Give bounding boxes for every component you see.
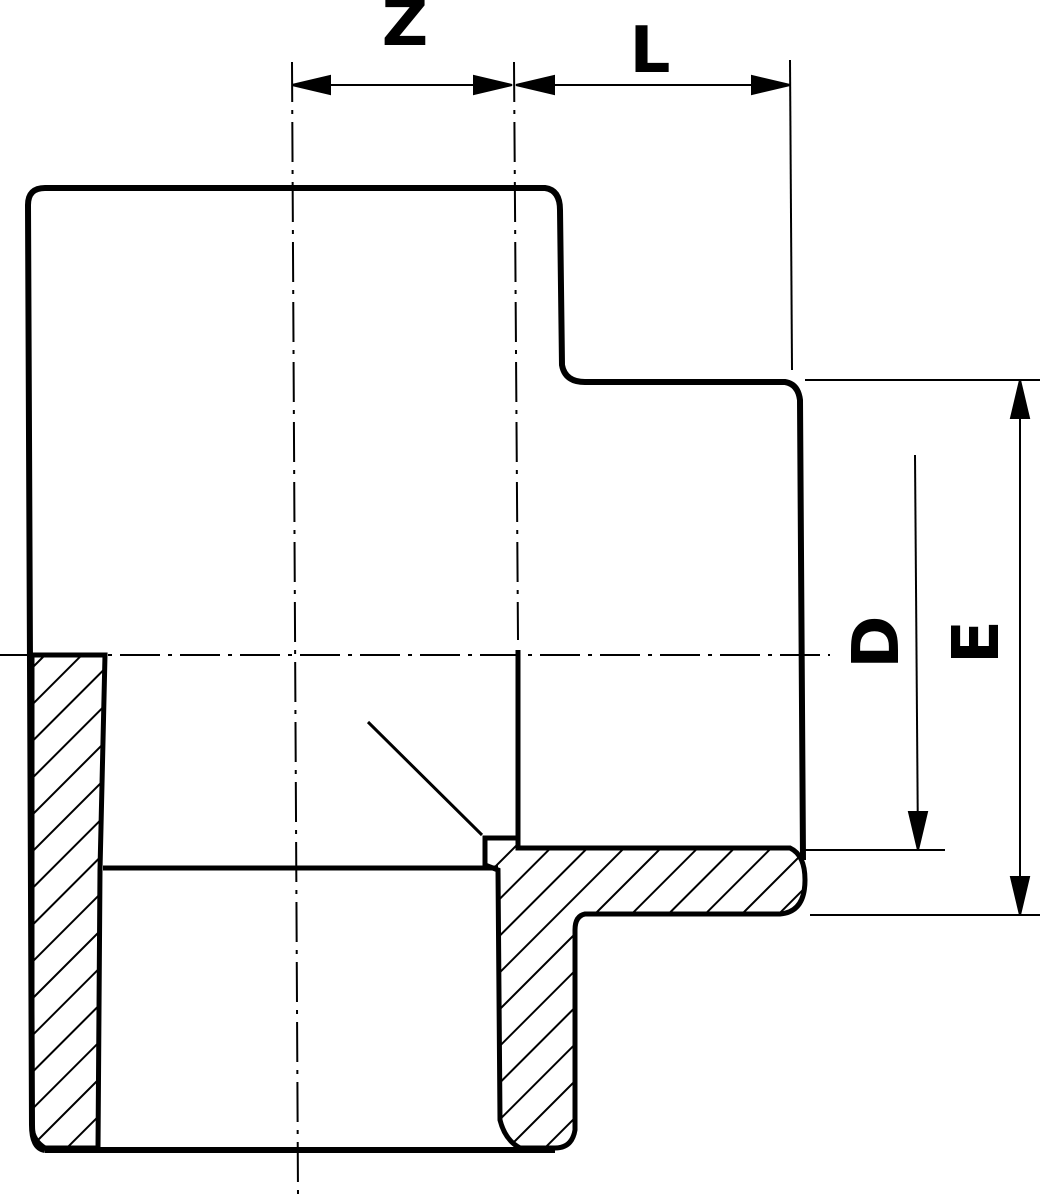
left-wall-section xyxy=(29,652,108,1151)
dimension-label-d: D xyxy=(840,615,914,668)
dimension-label-l: L xyxy=(630,14,671,88)
bore-chamfer-line xyxy=(366,720,484,837)
fitting-outline xyxy=(24,185,806,1153)
centerlines xyxy=(0,61,830,1196)
dimension-label-z: Z xyxy=(382,0,428,61)
dimension-label-e: E xyxy=(940,620,1014,664)
branch-wall-section xyxy=(482,835,808,1151)
dimension-lines xyxy=(291,59,1040,916)
